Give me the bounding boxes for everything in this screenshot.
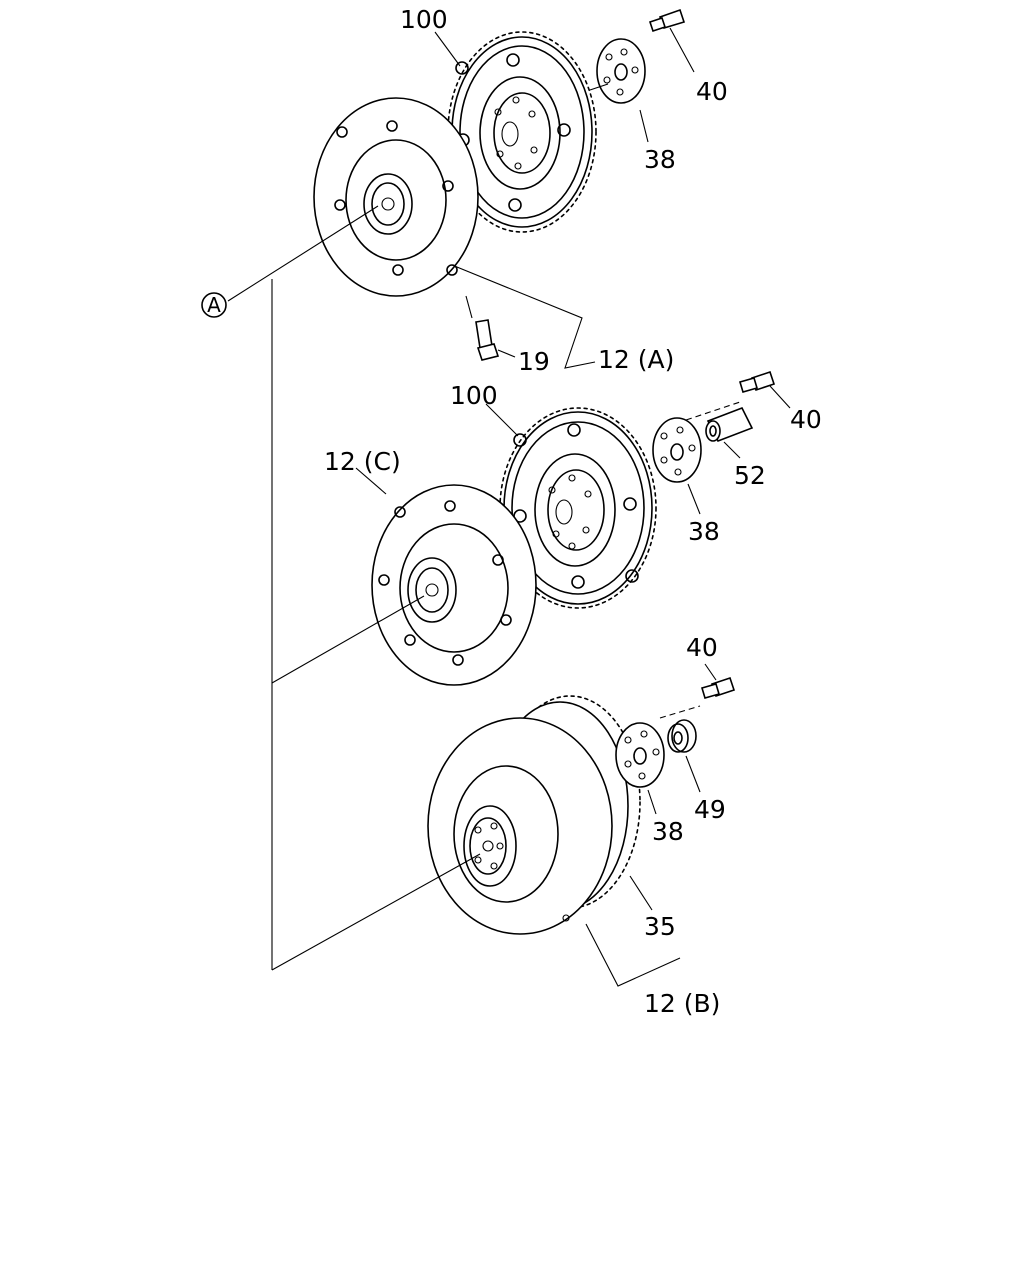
label-38-mid: 38	[688, 517, 720, 546]
sleeve-52	[685, 401, 754, 443]
plate-38-mid	[652, 417, 702, 483]
bolt-19	[475, 319, 500, 361]
label-12c: 12 (C)	[324, 447, 401, 476]
ring-gear-mid	[499, 407, 657, 609]
bearing-49	[667, 719, 697, 753]
callout-a: A	[207, 293, 221, 317]
label-38-bot: 38	[652, 817, 684, 846]
label-35: 35	[644, 912, 676, 941]
bolt-40-mid	[739, 370, 776, 393]
label-40-top: 40	[696, 77, 728, 106]
label-12b: 12 (B)	[644, 989, 720, 1018]
label-100-mid: 100	[450, 381, 498, 410]
bolt-40-bot	[701, 676, 736, 699]
flex-plate-mid	[371, 484, 537, 686]
bolt-40-top	[648, 8, 686, 33]
label-19: 19	[518, 347, 550, 376]
label-38-top: 38	[644, 145, 676, 174]
plate-38-top	[596, 38, 646, 104]
label-40-bot: 40	[686, 633, 718, 662]
torque-converter	[427, 695, 641, 935]
label-12a: 12 (A)	[598, 345, 674, 374]
plate-38-bot	[615, 722, 665, 788]
callout-a-circle	[201, 292, 227, 318]
label-100-top: 100	[400, 5, 448, 34]
label-49: 49	[694, 795, 726, 824]
ring-gear-top	[447, 31, 597, 233]
label-40-mid: 40	[790, 405, 822, 434]
flex-plate-top	[313, 97, 479, 297]
label-52: 52	[734, 461, 766, 490]
